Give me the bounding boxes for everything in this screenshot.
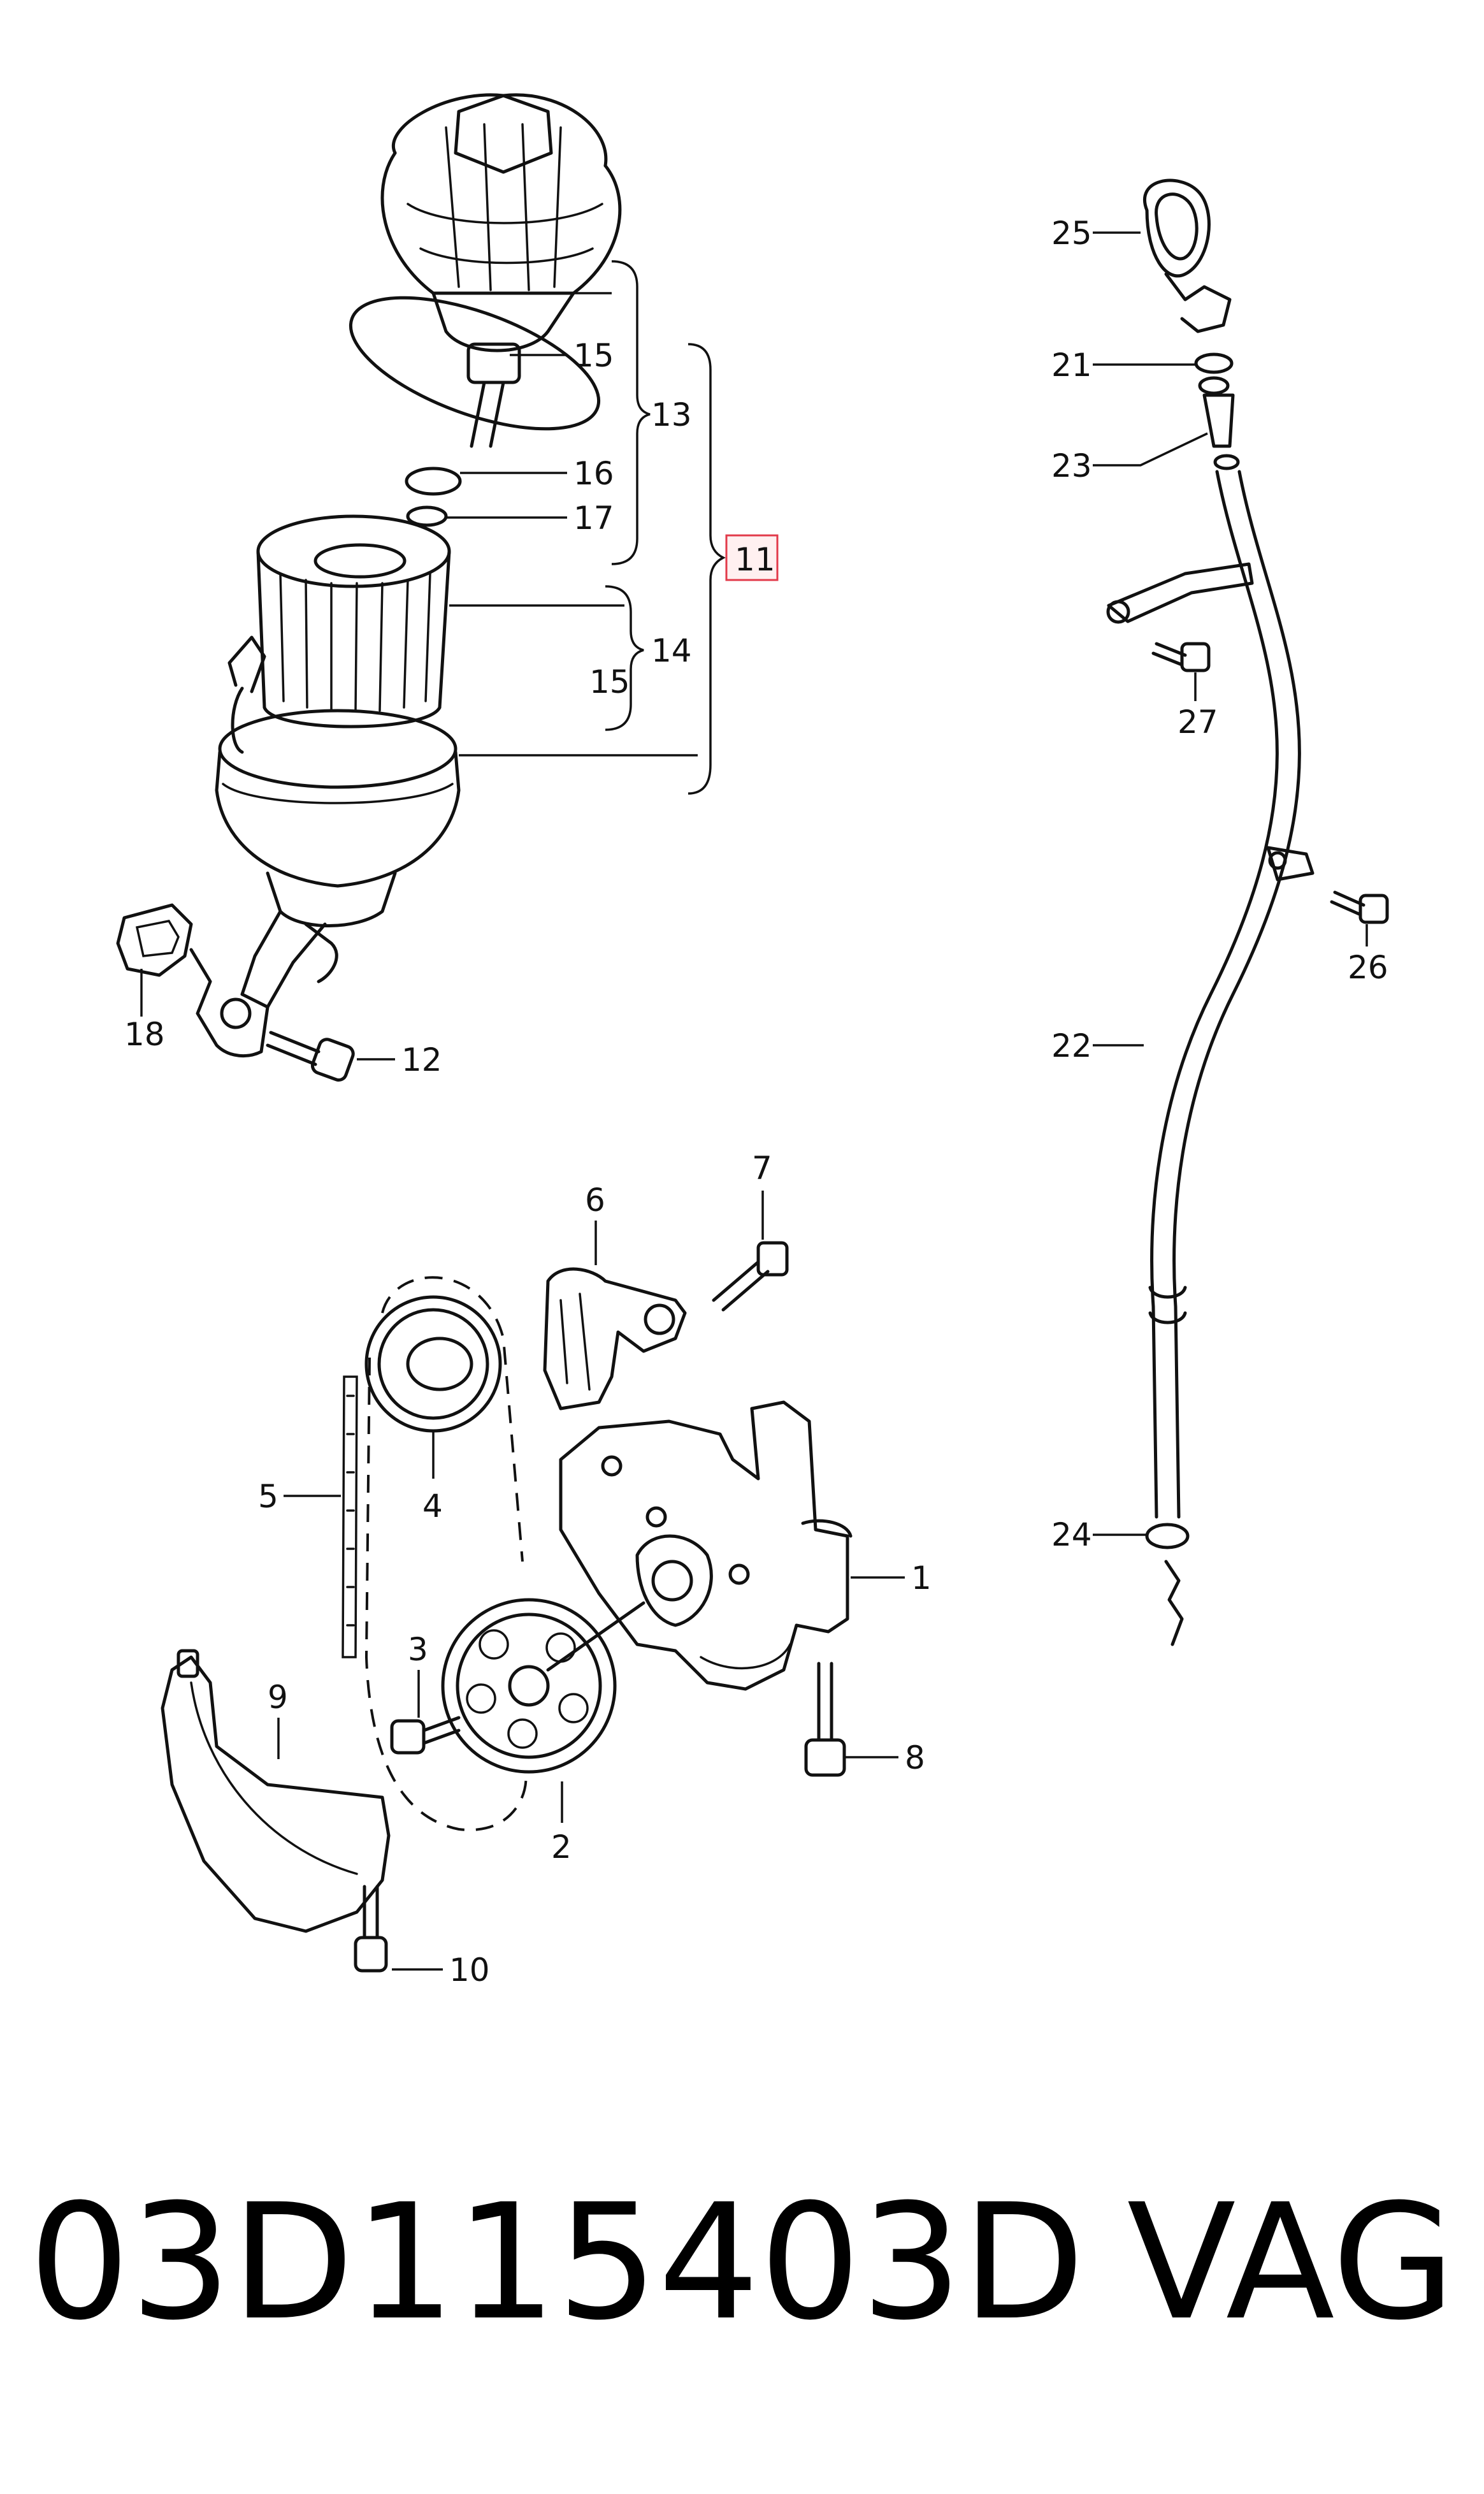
callout-23: 23 [1051, 432, 1208, 484]
svg-text:3: 3 [408, 1631, 428, 1668]
callout-17: 17 [446, 500, 614, 537]
svg-text:15: 15 [573, 337, 614, 374]
callout-16: 16 [460, 455, 614, 492]
svg-text:14: 14 [651, 632, 692, 669]
o-ring-large [349, 296, 601, 431]
svg-text:4: 4 [422, 1488, 443, 1525]
callout-25: 25 [1051, 215, 1141, 252]
oil-pump-1 [559, 1400, 853, 1691]
callout-27: 27 [1178, 672, 1218, 741]
svg-text:15: 15 [589, 663, 630, 700]
callout-15-top: 15 [510, 337, 614, 374]
callout-10: 10 [392, 1952, 490, 1989]
dipstick-seal-23 [1202, 393, 1240, 470]
svg-text:6: 6 [585, 1182, 605, 1219]
svg-text:23: 23 [1051, 447, 1092, 484]
chain-tensioner-6 [543, 1267, 687, 1410]
o-ring-17 [406, 505, 448, 527]
bolt-10 [354, 1885, 388, 1973]
svg-text:24: 24 [1051, 1516, 1092, 1553]
tube-bracket-lower [1266, 846, 1315, 881]
svg-text:22: 22 [1051, 1027, 1092, 1064]
bolt-8 [804, 1662, 846, 1777]
oil-filter-housing [189, 635, 461, 1058]
bolt-26 [1330, 890, 1389, 924]
oil-filter-element [256, 514, 451, 729]
part-number: 03D115403D [29, 2170, 1085, 2355]
svg-text:10: 10 [449, 1952, 490, 1989]
svg-text:2: 2 [551, 1829, 572, 1866]
callout-21: 21 [1051, 347, 1196, 384]
tube-bracket-upper [1106, 562, 1254, 624]
callout-5: 5 [258, 1478, 341, 1515]
o-ring-16 [405, 467, 462, 496]
pump-shaft [546, 1601, 645, 1672]
svg-text:8: 8 [905, 1739, 925, 1776]
svg-text:21: 21 [1051, 347, 1092, 384]
callout-12: 12 [357, 1041, 442, 1078]
chain-5 [342, 1375, 358, 1658]
callout-26: 26 [1348, 924, 1388, 986]
pump-sprocket-2 [441, 1598, 617, 1774]
svg-text:16: 16 [573, 455, 614, 492]
chain-loop-outline [364, 1276, 528, 1832]
brace-13: 13 [542, 260, 692, 565]
callout-8: 8 [844, 1739, 925, 1776]
svg-text:5: 5 [258, 1478, 278, 1515]
callout-9: 9 [268, 1679, 288, 1759]
callout-7: 7 [752, 1150, 772, 1240]
svg-text:17: 17 [573, 500, 614, 537]
callout-1: 1 [851, 1560, 932, 1597]
svg-text:26: 26 [1348, 949, 1388, 986]
svg-text:7: 7 [752, 1150, 772, 1187]
o-ring-24 [1145, 1523, 1190, 1549]
brand-name: VAG [1127, 2170, 1455, 2355]
brace-11: 11 [459, 343, 779, 795]
svg-text:11: 11 [735, 541, 775, 578]
svg-text:13: 13 [651, 396, 692, 433]
dipstick-tube-22 [1148, 470, 1301, 1519]
dipstick-handle-25 [1143, 178, 1232, 333]
oil-filter-cap [380, 93, 622, 448]
baffle-9 [161, 1649, 391, 1933]
o-ring-21 [1194, 352, 1234, 395]
callout-6: 6 [585, 1182, 605, 1265]
gasket-18 [116, 903, 193, 977]
bolt-7 [712, 1241, 789, 1312]
sprocket-4 [364, 1295, 502, 1433]
callout-22: 22 [1051, 1027, 1144, 1064]
highlighted-callout-11 [725, 534, 779, 581]
callout-18: 18 [124, 969, 165, 1053]
callout-2: 2 [551, 1781, 572, 1866]
svg-text:25: 25 [1051, 215, 1092, 252]
svg-text:27: 27 [1178, 704, 1218, 741]
brace-14: 14 15 [449, 585, 692, 731]
bolt-12 [266, 1031, 355, 1082]
dipstick-tip [1164, 1560, 1184, 1646]
callout-3: 3 [408, 1631, 428, 1718]
svg-text:1: 1 [911, 1560, 932, 1597]
svg-text:9: 9 [268, 1679, 288, 1716]
svg-text:18: 18 [124, 1016, 165, 1053]
callout-24: 24 [1051, 1516, 1147, 1553]
bolt-3 [390, 1716, 461, 1755]
svg-text:12: 12 [401, 1041, 442, 1078]
callout-4: 4 [422, 1431, 443, 1525]
bolt-27 [1151, 642, 1211, 672]
